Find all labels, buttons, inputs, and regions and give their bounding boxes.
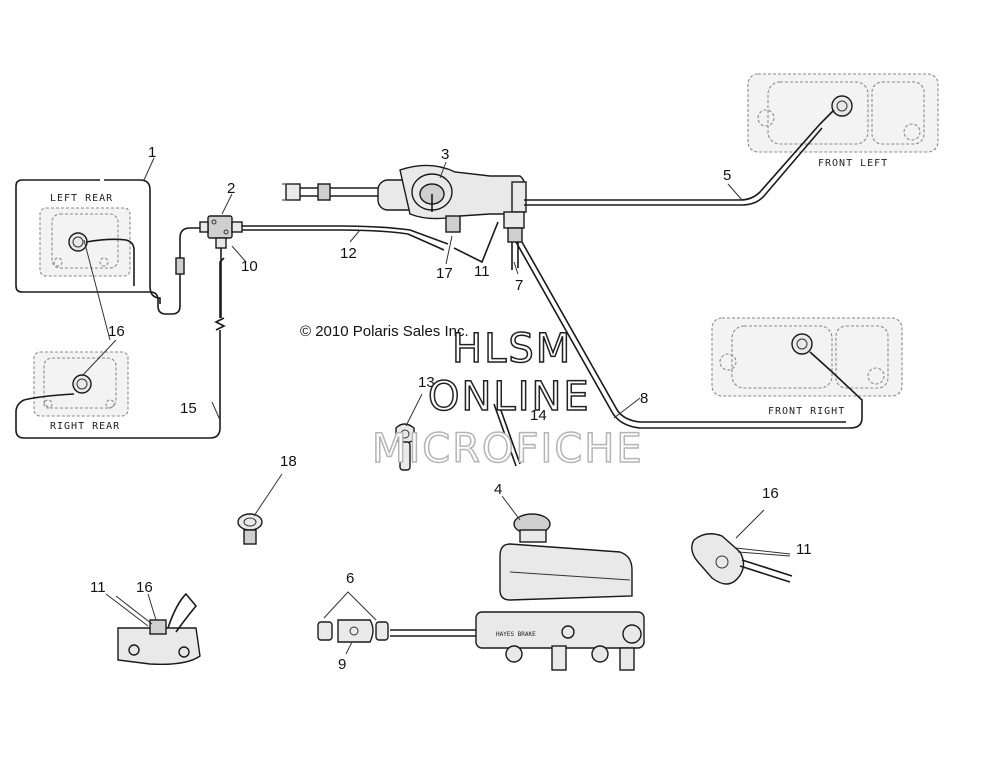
line-front-right	[515, 241, 863, 429]
bracket-left	[117, 592, 201, 666]
line-12	[242, 225, 449, 245]
hose-left-rear	[85, 238, 135, 286]
watermark-line-1: HLSM	[452, 326, 572, 372]
callout-15: 15	[180, 400, 197, 417]
callout-16c: 16	[136, 579, 153, 596]
master-cylinder-marking: HAYES BRAKE	[496, 631, 536, 638]
callout-17: 17	[436, 265, 453, 282]
brake-switch-valve	[377, 164, 527, 243]
callout-3: 3	[441, 146, 449, 163]
fitting-7	[511, 242, 519, 270]
front-left-caliper	[747, 73, 939, 153]
label-right-rear: RIGHT REAR	[50, 421, 120, 432]
callout-12: 12	[340, 245, 357, 262]
callout-18: 18	[280, 453, 297, 470]
callout-1: 1	[148, 144, 156, 161]
junction-block	[199, 215, 243, 249]
front-right-caliper	[711, 317, 903, 397]
bracket-right	[691, 533, 793, 585]
callout-11a: 11	[474, 263, 490, 280]
line-left-rear-top	[104, 179, 161, 304]
line-front-left	[524, 109, 835, 201]
watermark-line-3: MICROFICHE	[372, 426, 644, 472]
clamp-18	[237, 513, 263, 545]
callout-8: 8	[640, 390, 648, 407]
pushrod-6	[390, 629, 476, 637]
line-right-rear	[15, 330, 221, 439]
callout-11b: 11	[796, 541, 812, 558]
callout-leaders	[81, 157, 743, 655]
watermark-line-2: ONLINE	[428, 374, 591, 420]
callout-4: 4	[494, 481, 502, 498]
callout-2: 2	[227, 180, 235, 197]
clip-13	[395, 423, 415, 471]
master-cylinder: HAYES BRAKE	[475, 513, 645, 671]
callout-14: 14	[530, 407, 547, 424]
line-left-rear-loop	[15, 179, 181, 315]
callout-6: 6	[346, 570, 354, 587]
label-front-left: FRONT LEFT	[818, 158, 888, 169]
callout-11c: 11	[90, 579, 106, 596]
callout-7: 7	[515, 277, 523, 294]
callout-16a: 16	[108, 323, 125, 340]
pin-14	[493, 403, 517, 467]
label-left-rear: LEFT REAR	[50, 193, 113, 204]
callout-9: 9	[338, 656, 346, 673]
label-front-right: FRONT RIGHT	[768, 406, 845, 417]
right-rear-caliper	[33, 351, 129, 417]
fitting-left-rear	[175, 257, 185, 275]
callout-13: 13	[418, 374, 435, 391]
copyright-text: © 2010 Polaris Sales Inc.	[300, 323, 469, 340]
callout-5: 5	[723, 167, 731, 184]
callout-10: 10	[241, 258, 258, 275]
callout-16b: 16	[762, 485, 779, 502]
